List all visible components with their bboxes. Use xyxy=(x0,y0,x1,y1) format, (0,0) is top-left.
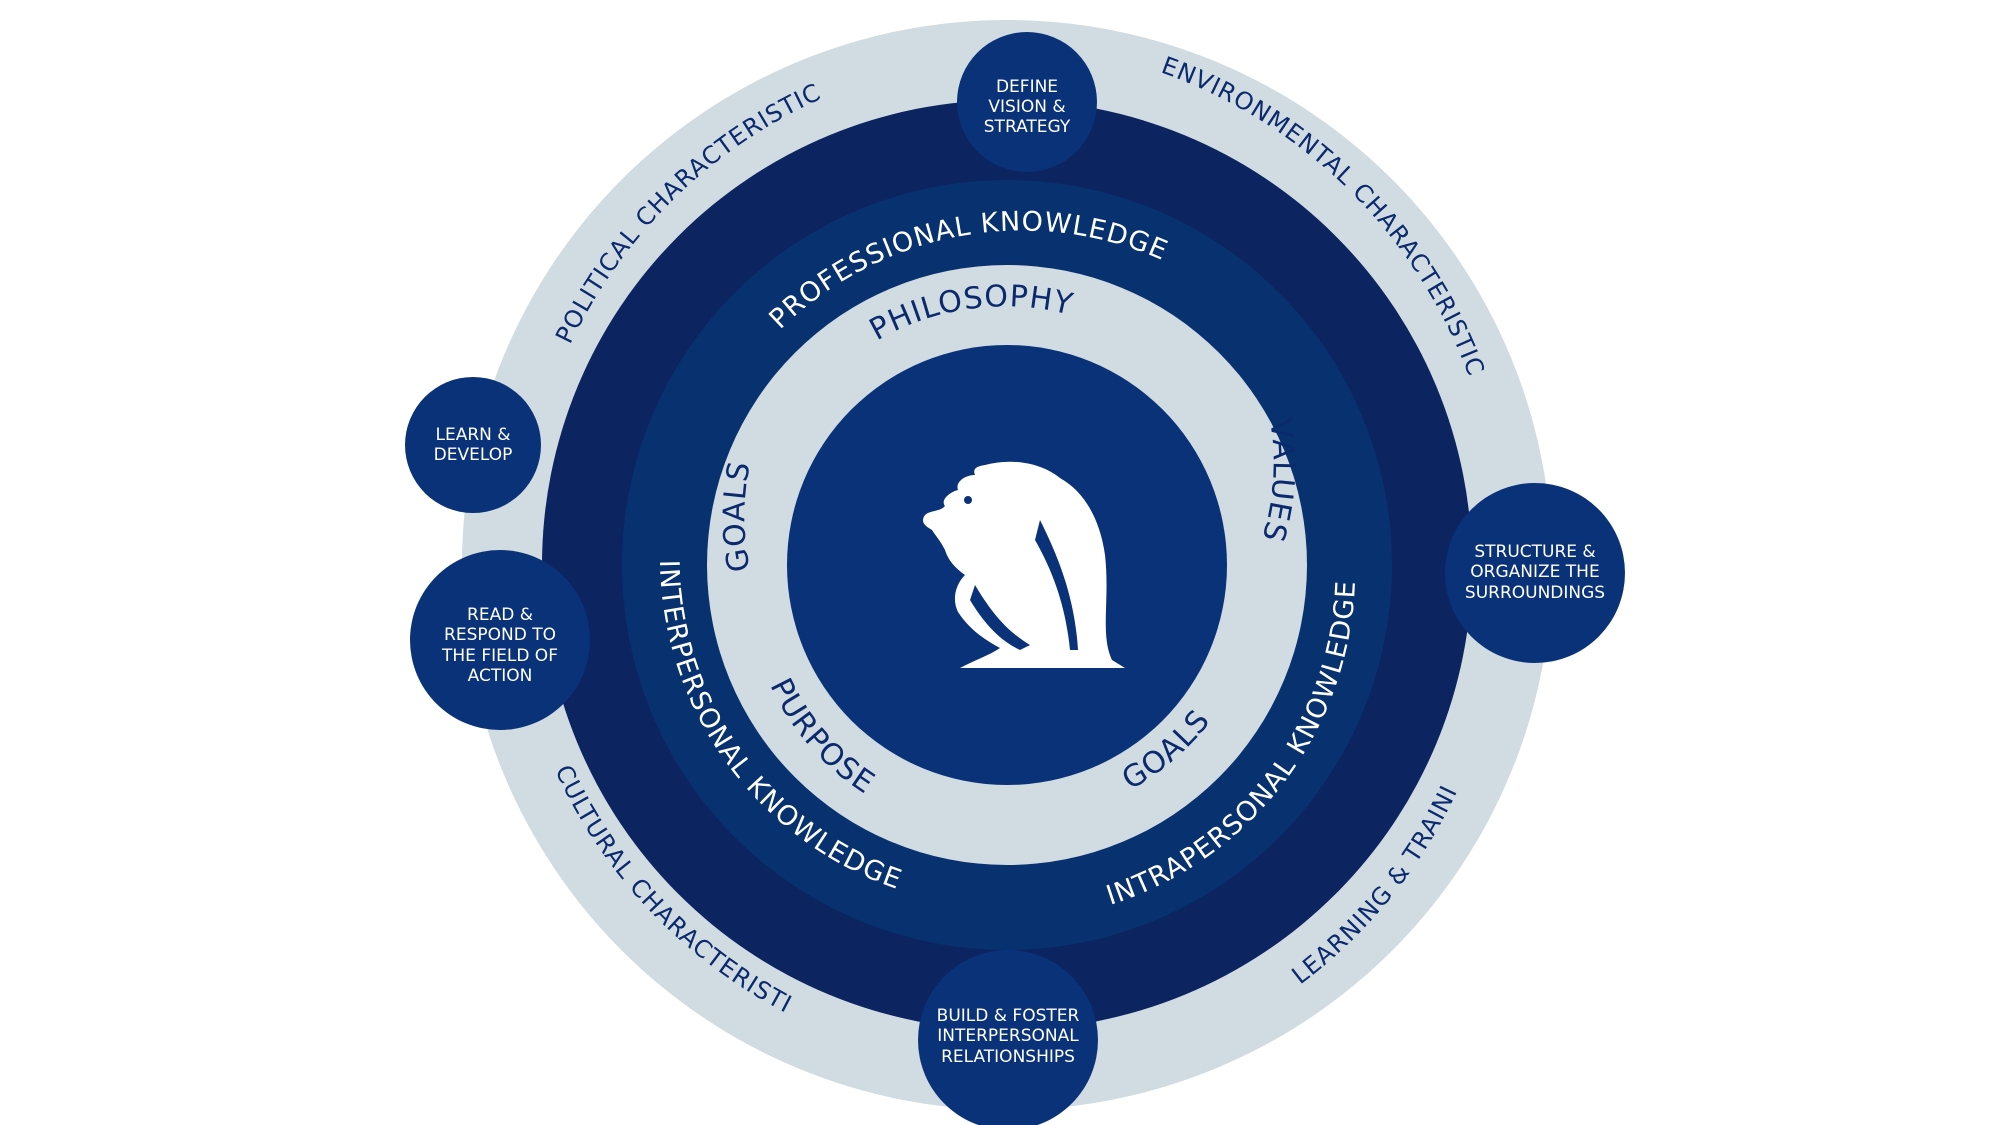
inner-label-goals-left: GOALS xyxy=(717,458,758,574)
node-read-respond-line-3: THE FIELD OF xyxy=(441,646,558,666)
node-define-vision-line-2: VISION & xyxy=(988,97,1065,117)
node-read-respond-line-1: READ & xyxy=(467,605,533,625)
node-learn-develop-line-1: LEARN & xyxy=(435,425,510,445)
node-build-foster-line-3: RELATIONSHIPS xyxy=(941,1047,1075,1067)
node-learn-develop-line-2: DEVELOP xyxy=(434,445,513,465)
node-define-vision[interactable]: DEFINE VISION & STRATEGY xyxy=(957,32,1097,172)
node-build-foster[interactable]: BUILD & FOSTER INTERPERSONAL RELATIONSHI… xyxy=(918,950,1098,1125)
node-structure-organize-line-2: ORGANIZE THE xyxy=(1470,562,1599,582)
bear-logo-icon xyxy=(922,461,1125,668)
node-learn-develop[interactable]: LEARN & DEVELOP xyxy=(405,377,541,513)
node-build-foster-line-2: INTERPERSONAL xyxy=(937,1026,1079,1046)
node-read-respond[interactable]: READ & RESPOND TO THE FIELD OF ACTION xyxy=(410,550,590,730)
node-structure-organize-line-3: SURROUNDINGS xyxy=(1465,583,1605,603)
node-read-respond-line-4: ACTION xyxy=(468,666,533,686)
node-structure-organize-line-1: STRUCTURE & xyxy=(1474,542,1595,562)
node-structure-organize[interactable]: STRUCTURE & ORGANIZE THE SURROUNDINGS xyxy=(1445,483,1625,663)
node-build-foster-line-1: BUILD & FOSTER xyxy=(937,1006,1080,1026)
node-define-vision-line-1: DEFINE xyxy=(996,77,1058,97)
node-define-vision-line-3: STRATEGY xyxy=(984,117,1071,137)
node-read-respond-line-2: RESPOND TO xyxy=(444,625,556,645)
